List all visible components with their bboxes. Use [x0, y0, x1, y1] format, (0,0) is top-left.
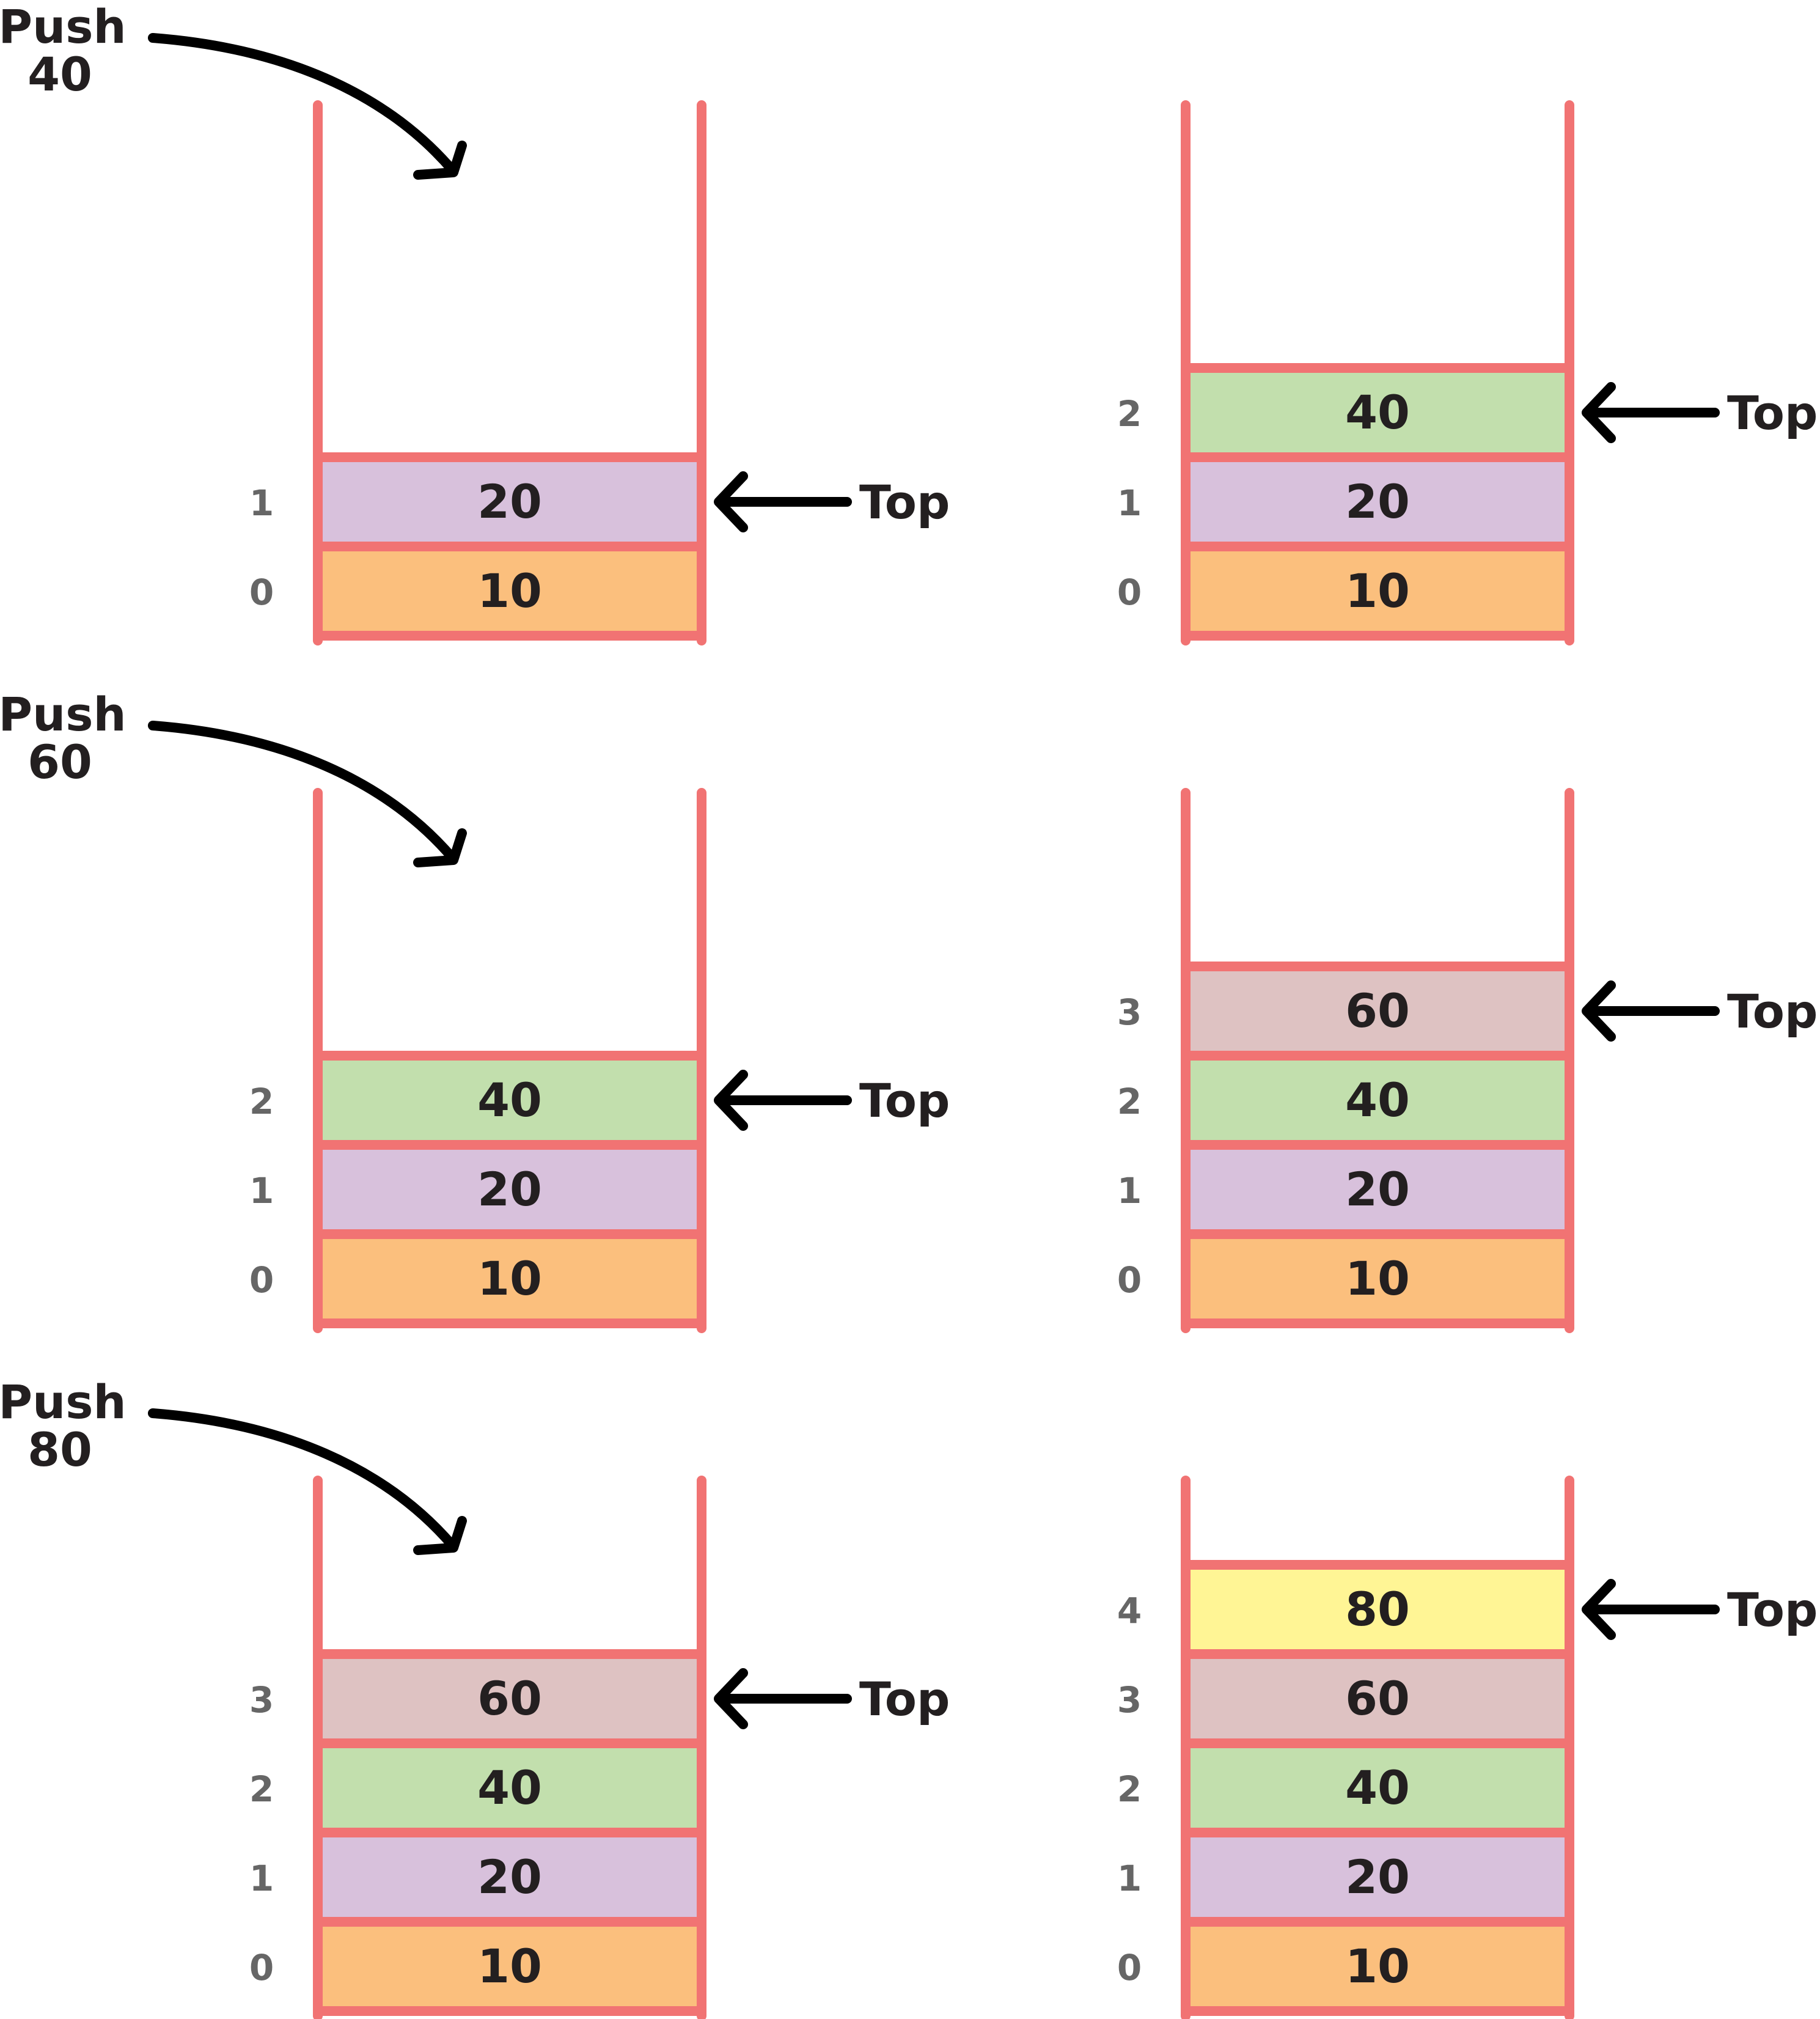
- top-label: Top: [859, 1073, 950, 1128]
- stack-index-label: 0: [249, 1947, 274, 1988]
- stack-cell-value: 40: [477, 1760, 542, 1815]
- push-word: Push: [0, 687, 127, 741]
- stack-index-label: 1: [1117, 1170, 1142, 1212]
- stack-cell: 10 0: [1117, 542, 1574, 641]
- left-arrow-icon: [1582, 382, 1720, 443]
- stack-cell-value: 10: [1345, 1939, 1410, 1993]
- stack-cell-value: 40: [1345, 385, 1410, 439]
- stack-cell: 40 2: [249, 1051, 706, 1150]
- stack-cell-value: 40: [477, 1073, 542, 1127]
- top-label: Top: [1727, 984, 1818, 1039]
- stack-cell: 20 1: [249, 452, 706, 551]
- stack-cell: 20 1: [1117, 1828, 1574, 1927]
- stack-cell: 60 3: [1117, 962, 1574, 1061]
- push-value: 60: [28, 735, 92, 789]
- stack-index-label: 1: [249, 1858, 274, 1899]
- stack-cell-value: 20: [477, 1850, 542, 1904]
- stack-index-label: 2: [1117, 393, 1142, 435]
- stack-cell-value: 60: [1345, 1671, 1410, 1726]
- push-arrowhead-icon: [413, 828, 467, 867]
- stack-index-label: 0: [1117, 1259, 1142, 1301]
- stack-cell-value: 10: [1345, 1251, 1410, 1306]
- stack-index-label: 0: [249, 1259, 274, 1301]
- stack-before: 10 0 20 1 Top: [249, 100, 950, 645]
- stack-cell: 40 2: [1117, 1051, 1574, 1150]
- stack-index-label: 3: [1117, 991, 1142, 1033]
- stack-cell-value: 80: [1345, 1582, 1410, 1636]
- stack-index-label: 0: [249, 572, 274, 613]
- top-pointer: Top: [1582, 382, 1818, 443]
- top-pointer: Top: [1582, 980, 1818, 1042]
- stack-index-label: 1: [249, 482, 274, 524]
- stack-index-label: 2: [1117, 1081, 1142, 1122]
- top-label: Top: [1727, 386, 1818, 440]
- push-word: Push: [0, 1375, 127, 1429]
- top-pointer: Top: [714, 1668, 950, 1729]
- stack-cell-value: 60: [1345, 984, 1410, 1038]
- stack-cell: 10 0: [1117, 1229, 1574, 1328]
- stack-cell-value: 40: [1345, 1073, 1410, 1127]
- stack-cell-value: 60: [477, 1671, 542, 1726]
- stack-cell-box: [313, 1738, 706, 1837]
- left-arrow-icon: [714, 1668, 852, 1729]
- left-arrow-icon: [714, 471, 852, 532]
- push-arrowhead-icon: [413, 1516, 467, 1555]
- stack-cell: 40 2: [249, 1738, 706, 1837]
- stack-cell-value: 20: [1345, 1850, 1410, 1904]
- left-arrow-icon: [714, 1070, 852, 1131]
- stack-index-label: 2: [1117, 1768, 1142, 1810]
- stack-cell-box: [1181, 962, 1574, 1061]
- stack-before: 10 0 20 1 40 2 60 3 Top: [249, 1476, 950, 2019]
- stack-index-label: 2: [249, 1768, 274, 1810]
- curved-push-arrow-icon: [148, 721, 457, 862]
- stack-cell-value: 20: [1345, 474, 1410, 529]
- stack-index-label: 2: [249, 1081, 274, 1122]
- top-pointer: Top: [714, 471, 950, 532]
- stack-cell-value: 10: [477, 1251, 542, 1306]
- stack-index-label: 1: [1117, 482, 1142, 524]
- curved-push-arrow-icon: [148, 1408, 457, 1550]
- stack-index-label: 3: [249, 1679, 274, 1721]
- stack-cell: 80 4: [1117, 1560, 1574, 1659]
- left-arrow-icon: [1582, 1579, 1720, 1640]
- stack-cell-value: 20: [1345, 1162, 1410, 1216]
- top-label: Top: [859, 1672, 950, 1726]
- left-arrow-icon: [1582, 980, 1720, 1042]
- stack-after: 10 0 20 1 40 2 60 3 Top: [1117, 788, 1818, 1333]
- stack-index-label: 1: [249, 1170, 274, 1212]
- stack-cell-value: 40: [1345, 1760, 1410, 1815]
- stack-cell-box: [1181, 1229, 1574, 1328]
- top-pointer: Top: [1582, 1579, 1818, 1640]
- stack-after: 10 0 20 1 40 2 Top: [1117, 100, 1818, 645]
- stack-index-label: 0: [1117, 572, 1142, 613]
- stack-after: 10 0 20 1 40 2 60 3 80 4 Top: [1117, 1476, 1818, 2019]
- top-label: Top: [859, 475, 950, 529]
- stack-cell-value: 20: [477, 474, 542, 529]
- stack-index-label: 3: [1117, 1679, 1142, 1721]
- push-value: 40: [28, 47, 92, 101]
- top-label: Top: [1727, 1583, 1818, 1637]
- push-arrowhead-icon: [413, 141, 467, 180]
- stack-index-label: 1: [1117, 1858, 1142, 1899]
- stack-cell-value: 10: [477, 1939, 542, 1993]
- push-word: Push: [0, 0, 127, 54]
- stack-cell-value: 10: [477, 564, 542, 618]
- stack-cell-value: 10: [1345, 564, 1410, 618]
- stack-before: 10 0 20 1 40 2 Top: [249, 788, 950, 1333]
- curved-push-arrow-icon: [148, 33, 457, 175]
- stack-cell-value: 20: [477, 1162, 542, 1216]
- push-value: 80: [28, 1422, 92, 1477]
- top-pointer: Top: [714, 1070, 950, 1131]
- stack-index-label: 4: [1117, 1590, 1142, 1631]
- stack-index-label: 0: [1117, 1947, 1142, 1988]
